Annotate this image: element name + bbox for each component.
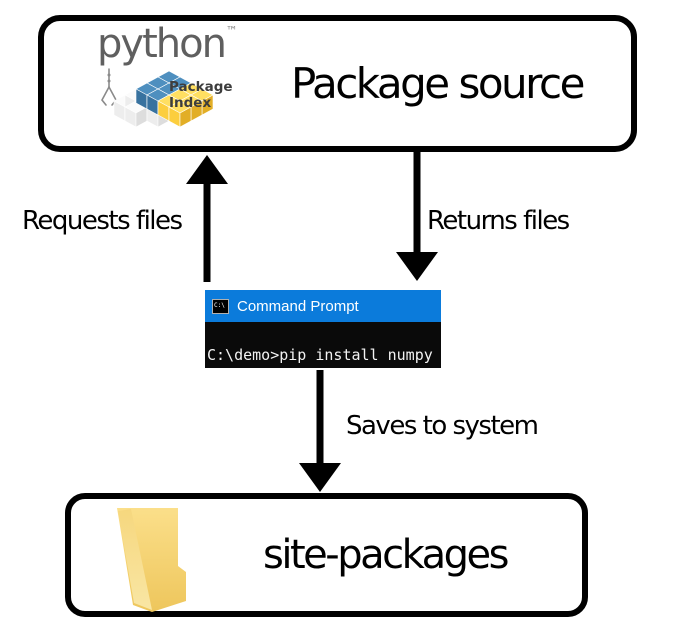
site-packages-label: site-packages xyxy=(263,532,509,578)
folder-icon xyxy=(117,507,186,612)
saves-to-system-label: Saves to system xyxy=(346,411,539,441)
command-prompt-titlebar: C:\ Command Prompt xyxy=(205,290,441,322)
pypi-subtitle-line1: Package xyxy=(169,78,233,95)
saves-arrow-icon xyxy=(299,370,341,492)
cmd-icon-text: C:\ xyxy=(214,302,225,309)
command-text: C:\demo>pip install numpy xyxy=(207,346,433,364)
pypi-wordmark: python™ xyxy=(97,20,238,67)
package-source-box: python™ xyxy=(38,15,637,152)
returns-files-label: Returns files xyxy=(427,206,570,236)
pypi-logo: python™ xyxy=(93,20,243,145)
package-source-label: Package source xyxy=(291,59,585,108)
command-prompt-body: C:\demo>pip install numpy xyxy=(205,322,441,368)
pypi-subtitle: Package Index xyxy=(169,79,233,112)
pypi-subtitle-line2: Index xyxy=(169,95,212,111)
command-prompt-window: C:\ Command Prompt C:\demo>pip install n… xyxy=(205,290,441,368)
requests-arrow-icon xyxy=(186,155,228,282)
command-prompt-title: Command Prompt xyxy=(237,297,359,315)
cmd-icon: C:\ xyxy=(212,298,229,314)
returns-arrow-icon xyxy=(396,152,438,281)
site-packages-box: site-packages xyxy=(65,493,588,617)
pypi-blocks-icon xyxy=(101,67,214,127)
requests-files-label: Requests files xyxy=(22,206,183,236)
trademark-symbol: ™ xyxy=(225,23,238,38)
pypi-wordmark-text: python xyxy=(97,20,227,67)
crane-hook-icon xyxy=(101,67,117,106)
